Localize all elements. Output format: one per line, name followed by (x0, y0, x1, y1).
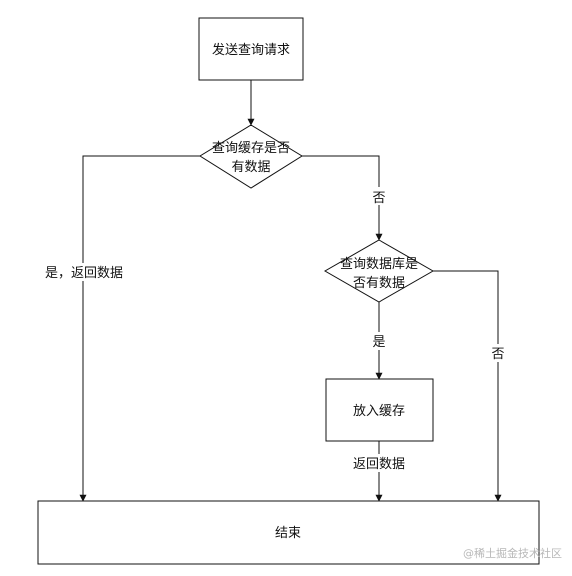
edge-cache-yes-to-end (79, 155, 200, 502)
node-end-label: 结束 (275, 526, 301, 541)
edge-db-no-label-bg (489, 344, 507, 362)
edge-db-yes-label-bg (370, 332, 388, 350)
edge-cache-yes-label: 是，返回数据 (45, 266, 123, 281)
node-query-cache-label-line-1: 查询缓存是否 (212, 141, 290, 156)
edge-db-no-to-end (433, 270, 502, 502)
node-send-request-label: 发送查询请求 (212, 42, 290, 58)
edge-db-yes-label: 是 (372, 335, 385, 350)
edge-return-data-label: 返回数据 (353, 457, 405, 472)
node-put-cache-label: 放入缓存 (353, 404, 405, 419)
node-query-db: 查询数据库是 否有数据 (323, 239, 435, 303)
edge-return-data-label-bg (345, 454, 413, 472)
node-send-request: 发送查询请求 (198, 17, 304, 81)
node-query-db-label-line-1: 查询数据库是 (340, 256, 418, 272)
node-query-cache-label-line-2: 有数据 (231, 160, 270, 175)
edge-cache-no-label: 否 (372, 191, 385, 206)
node-put-cache: 放入缓存 (325, 378, 434, 442)
node-query-db-label-line-2: 否有数据 (353, 276, 405, 291)
edge-cache-yes-label-bg (40, 263, 128, 281)
edge-cache-no-label-bg (370, 187, 388, 205)
edge-cache-no-to-db (302, 155, 383, 241)
watermark: @稀土掘金技术社区 (463, 546, 562, 560)
node-end: 结束 (37, 500, 540, 565)
node-query-cache: 查询缓存是否 有数据 (199, 124, 303, 189)
edge-db-no-label: 否 (491, 347, 504, 362)
